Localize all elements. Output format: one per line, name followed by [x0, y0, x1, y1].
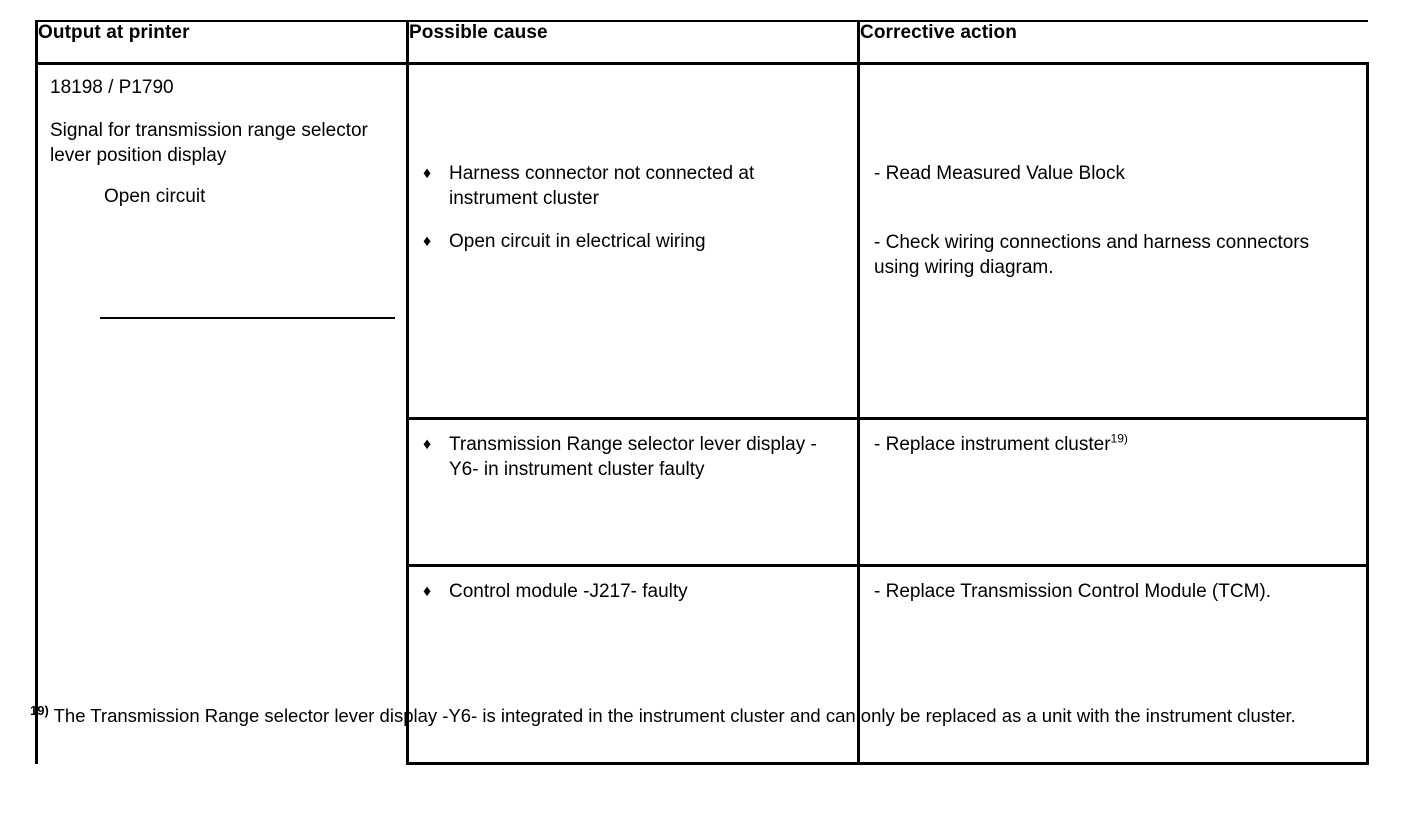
cause-list-3: ♦ Control module -J217- faulty — [423, 579, 845, 604]
footnote-19: 19) The Transmission Range selector leve… — [30, 703, 1360, 729]
list-item: ♦ Open circuit in electrical wiring — [423, 229, 845, 254]
footnote-marker: 19) — [30, 702, 49, 718]
possible-cause-cell-2: ♦ Transmission Range selector lever disp… — [406, 417, 859, 566]
table-header: Output at printer Possible cause Correct… — [35, 20, 1368, 65]
table-body: 18198 / P1790 Signal for transmission ra… — [35, 63, 1369, 765]
action-text: - Replace instrument cluster — [874, 434, 1111, 455]
action-text: - Replace Transmission Control Module (T… — [874, 581, 1272, 602]
diamond-bullet-icon: ♦ — [423, 436, 432, 453]
fault-detail: Open circuit — [104, 186, 206, 207]
cause-text: Open circuit in electrical wiring — [449, 231, 706, 252]
cause-text: Harness connector not connected at instr… — [449, 163, 755, 209]
fault-cell-divider-rule — [100, 317, 395, 319]
cause-list-1: ♦ Harness connector not connected at ins… — [423, 161, 845, 254]
diamond-bullet-icon: ♦ — [423, 583, 432, 600]
corrective-action-cell-2: - Replace instrument cluster19) — [857, 417, 1369, 566]
action-text: - Check wiring connections and harness c… — [874, 232, 1310, 278]
cause-list-2: ♦ Transmission Range selector lever disp… — [423, 432, 845, 482]
list-item: ♦ Transmission Range selector lever disp… — [423, 432, 845, 482]
column-header-possible-cause: Possible cause — [406, 20, 859, 65]
diamond-bullet-icon: ♦ — [423, 165, 432, 182]
diamond-bullet-icon: ♦ — [423, 233, 432, 250]
footnote-reference-19: 19) — [1110, 431, 1128, 446]
table-header-row: Output at printer Possible cause Correct… — [35, 20, 1368, 65]
action-text-with-footnote: - Replace instrument cluster19) — [874, 432, 1354, 457]
column-header-output-at-printer: Output at printer — [35, 20, 408, 65]
table-row: ♦ Control module -J217- faulty - Replace… — [37, 564, 1369, 765]
cause-text: Transmission Range selector lever displa… — [449, 434, 817, 480]
list-item: ♦ Harness connector not connected at ins… — [423, 161, 845, 211]
cause-text: Control module -J217- faulty — [449, 581, 688, 602]
corrective-action-cell-1: - Read Measured Value Block - Check wiri… — [857, 63, 1369, 419]
possible-cause-cell-3: ♦ Control module -J217- faulty — [406, 564, 859, 765]
fault-description: Signal for transmission range selector l… — [50, 120, 368, 166]
table-row: ♦ Transmission Range selector lever disp… — [37, 417, 1369, 566]
fault-description-cell: 18198 / P1790 Signal for transmission ra… — [35, 63, 408, 764]
fault-code: 18198 / P1790 — [50, 77, 174, 98]
list-item: ♦ Control module -J217- faulty — [423, 579, 845, 604]
fault-diagnosis-table: Output at printer Possible cause Correct… — [35, 20, 1369, 765]
column-header-corrective-action: Corrective action — [857, 20, 1368, 65]
footnote-text: The Transmission Range selector lever di… — [53, 705, 1296, 726]
action-text: - Read Measured Value Block — [874, 163, 1125, 184]
table-row: 18198 / P1790 Signal for transmission ra… — [35, 63, 1369, 764]
corrective-action-cell-3: - Replace Transmission Control Module (T… — [857, 564, 1369, 765]
possible-cause-cell-1: ♦ Harness connector not connected at ins… — [406, 63, 859, 419]
